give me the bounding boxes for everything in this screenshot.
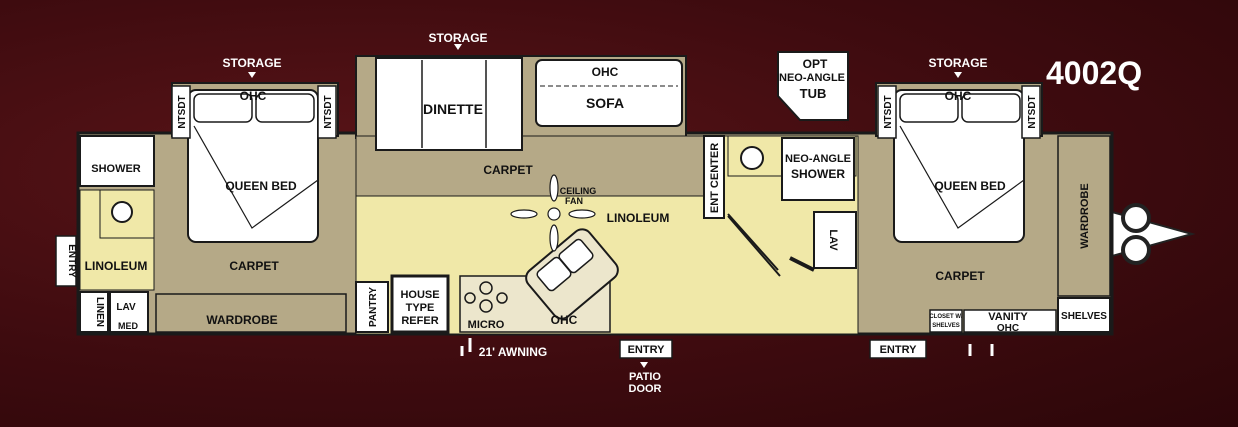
hitch (1111, 203, 1196, 265)
pillow-l1 (193, 93, 253, 123)
queen-bed-right-label: QUEEN BED (934, 179, 1006, 193)
ohc-sofa-label: OHC (592, 65, 619, 79)
wheel-bottom (1121, 235, 1151, 265)
wardrobe-right-shape (1057, 135, 1111, 297)
ntsdt-r1: NTSDT (883, 95, 894, 128)
shower-left-label: SHOWER (91, 163, 141, 175)
bath-wall (727, 215, 781, 277)
pantry-shape (355, 281, 389, 333)
lav-left-label: LAV (116, 302, 136, 313)
entry-right-label: ENTRY (880, 344, 918, 356)
wardrobe-left-label: WARDROBE (206, 313, 277, 327)
vanity-ohc-label: OHC (997, 323, 1019, 334)
lav-med (109, 291, 149, 333)
patio-door-label-2: DOOR (629, 383, 662, 395)
nightstand-l1 (171, 85, 191, 139)
storage-center-label: STORAGE (428, 31, 487, 45)
carpet-right-label: CARPET (935, 269, 985, 283)
linen-label: LINEN (94, 297, 105, 327)
toilet-left (111, 201, 133, 223)
sofa-label: SOFA (586, 95, 624, 111)
dinette-shape (375, 57, 523, 151)
carpet-living-label: CARPET (483, 163, 533, 177)
bed-fold-left (193, 125, 319, 229)
shelves-label: SHELVES (1061, 311, 1107, 322)
ceiling-fan-label-1: CEILING (560, 186, 597, 196)
linen-closet (79, 291, 109, 333)
pillow-l2 (255, 93, 315, 123)
wardrobe-right-label: WARDROBE (1079, 183, 1091, 248)
ntsdt-l1: NTSDT (177, 95, 188, 128)
sink-bowl-2 (558, 238, 594, 274)
vanity-label: VANITY (988, 311, 1028, 323)
bed-fold-right (899, 125, 1025, 229)
entry-patio-label: ENTRY (628, 344, 666, 356)
neo-angle-tub-label: NEO-ANGLE (779, 72, 845, 84)
storage-left-label: STORAGE (222, 56, 281, 70)
ent-center-label: ENT CENTER (709, 143, 721, 213)
closet-label-2: SHELVES (932, 323, 960, 329)
neo-angle-shower-label-1: NEO-ANGLE (785, 153, 851, 165)
micro-label: MICRO (468, 319, 505, 331)
lav-right-label: LAV (827, 229, 839, 251)
refer-label-3: REFER (401, 315, 438, 327)
ohc-right-label: OHC (945, 89, 972, 103)
entry-right-box (869, 339, 927, 359)
queen-bed-left-label: QUEEN BED (225, 179, 297, 193)
nightstand-r2 (1021, 85, 1041, 139)
ohc-left-label: OHC (240, 89, 267, 103)
patio-door-label-1: PATIO (629, 371, 661, 383)
opt-label: OPT (803, 57, 828, 71)
model-number: 4002Q (1046, 55, 1142, 91)
neo-angle-shower-label-2: SHOWER (791, 167, 845, 181)
sofa-shape (535, 59, 683, 127)
pantry-label: PANTRY (368, 287, 379, 327)
linoleum-center-label: LINOLEUM (607, 211, 670, 225)
ceiling-fan-label-2: FAN (565, 196, 583, 206)
pillow-r2 (961, 93, 1021, 123)
burner-2 (479, 299, 493, 313)
linoleum-left-label: LINOLEUM (85, 259, 148, 273)
lav-right-shape (813, 211, 857, 269)
neo-angle-shower-shape (781, 137, 855, 201)
ceiling-fan-icon (510, 174, 596, 252)
burner-4 (496, 292, 508, 304)
dinette-label: DINETTE (423, 101, 483, 117)
awning-label: 21' AWNING (479, 345, 547, 359)
toilet-right (740, 146, 764, 170)
entry-left-label: ENTRY (66, 244, 77, 278)
nightstand-l2 (317, 85, 337, 139)
tub-label: TUB (800, 86, 827, 101)
refer-shape (390, 274, 450, 334)
refer-label-2: TYPE (406, 302, 435, 314)
pillow-r1 (899, 93, 959, 123)
ohc-kitchen-label: OHC (551, 313, 578, 327)
burner-3 (464, 292, 476, 304)
closet-shape (929, 309, 963, 333)
entry-patio-box (619, 339, 673, 359)
opt-tub (777, 51, 849, 121)
shelves-shape (1057, 297, 1111, 333)
burner-1 (479, 281, 493, 295)
left-shower (79, 135, 155, 187)
entry-left-box (55, 235, 77, 287)
ntsdt-l2: NTSDT (323, 95, 334, 128)
wheel-top (1121, 203, 1151, 233)
ent-center-shape (703, 135, 725, 219)
wardrobe-left-shape (155, 293, 347, 333)
ntsdt-r2: NTSDT (1027, 95, 1038, 128)
med-label: MED (118, 321, 139, 331)
vanity-shape (963, 309, 1057, 333)
closet-label-1: CLOSET W/ (929, 314, 963, 320)
storage-right-label: STORAGE (928, 56, 987, 70)
carpet-left-label: CARPET (229, 259, 279, 273)
nightstand-r1 (877, 85, 897, 139)
refer-label-1: HOUSE (400, 289, 439, 301)
